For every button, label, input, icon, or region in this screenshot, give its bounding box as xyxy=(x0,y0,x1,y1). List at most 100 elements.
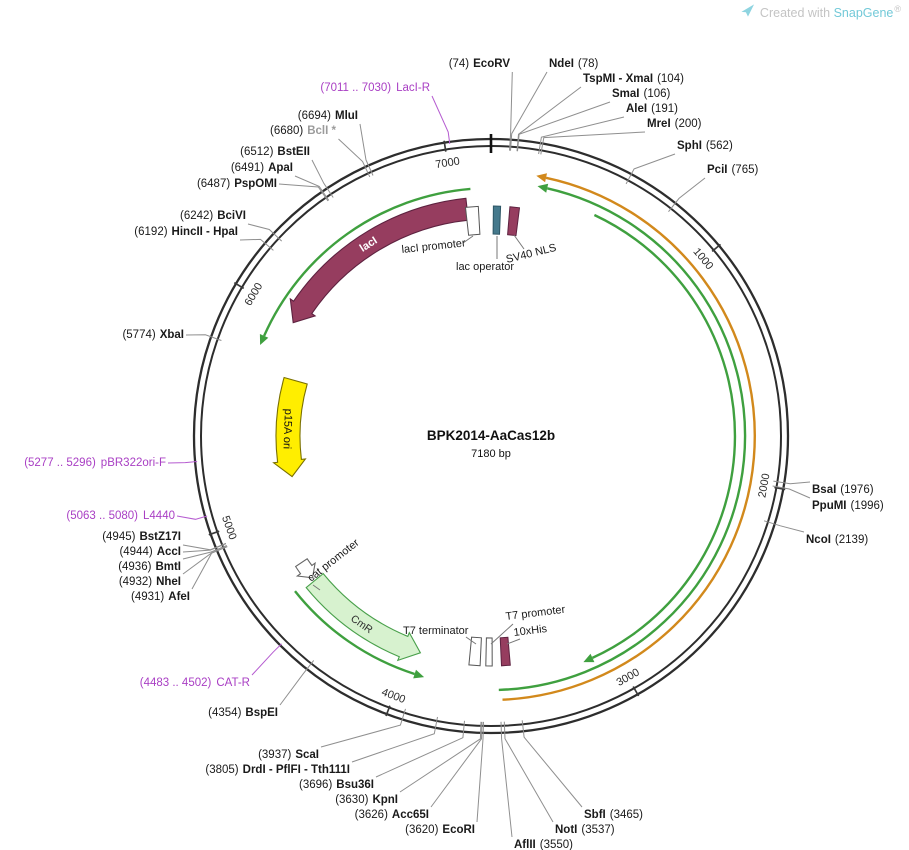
feature-leader-t7-promoter xyxy=(490,623,514,645)
enzyme-label-bsteii: (6512)BstEII xyxy=(240,146,310,158)
feature-label-lac-operator: lac operator xyxy=(456,261,514,273)
enzyme-leader-ecori xyxy=(476,721,484,823)
enzyme-leader-mrei xyxy=(540,131,646,155)
arc-orf-green-outer xyxy=(498,187,747,692)
enzyme-label-ndei: NdeI(78) xyxy=(549,58,599,70)
enzyme-label-kpni: (3630)KpnI xyxy=(335,794,398,806)
watermark-text: Created with SnapGene® xyxy=(760,4,901,20)
primer-label-laci-r: (7011 .. 7030)LacI-R xyxy=(320,82,430,94)
enzyme-leader-drdi-pflfi-tth111i xyxy=(351,716,438,763)
enzyme-label-afei: (4931)AfeI xyxy=(131,591,190,603)
tick-1000 xyxy=(711,243,722,253)
arc-arrowhead-orf-green-outer xyxy=(537,183,549,193)
tick-6000 xyxy=(233,281,245,290)
feature-laci xyxy=(289,197,469,324)
enzyme-label-bcli: (6680)BclI * xyxy=(270,125,337,137)
arc-cmr-orf xyxy=(294,590,415,676)
watermark-brand: SnapGene xyxy=(833,6,894,21)
enzyme-leader-bcivi xyxy=(247,223,283,242)
10xhis-box xyxy=(499,636,511,667)
tick-7000 xyxy=(443,140,447,152)
enzyme-label-bstz17i: (4945)BstZ17I xyxy=(102,531,181,543)
tick-label-2000: 2000 xyxy=(756,472,772,498)
primer-leader-l4440 xyxy=(176,515,208,520)
enzyme-leader-mlui xyxy=(359,123,374,176)
enzyme-label-tspmi-xmai: TspMI - XmaI(104) xyxy=(583,73,684,85)
enzyme-label-noti: NotI(3537) xyxy=(555,824,615,836)
enzyme-label-ecori: (3620)EcoRI xyxy=(405,824,475,836)
enzyme-label-sphi: SphI(562) xyxy=(677,140,733,152)
feature-leader-10xhis xyxy=(506,638,521,645)
primer-label-l4440: (5063 .. 5080)L4440 xyxy=(66,510,175,522)
feature-label-10xhis: 10xHis xyxy=(513,623,548,639)
enzyme-label-acc65i: (3626)Acc65I xyxy=(355,809,429,821)
plasmid-name: BPK2014-AaCas12b xyxy=(427,428,555,443)
feature-label-laci-promoter: lacI promoter xyxy=(401,237,466,256)
enzyme-leader-afei xyxy=(191,546,228,590)
tick-3000 xyxy=(632,686,640,697)
enzyme-leader-bsteii xyxy=(311,159,334,198)
enzyme-leader-bmti xyxy=(182,545,227,560)
tick-label-5000: 5000 xyxy=(219,514,238,541)
feature-leader-t7-terminator xyxy=(465,636,477,645)
arc-gene-green-inner xyxy=(591,213,737,659)
enzyme-label-bspei: (4354)BspEI xyxy=(208,707,278,719)
enzyme-label-ecorv: (74)EcoRV xyxy=(449,58,511,70)
snapgene-watermark: Created with SnapGene® xyxy=(740,3,901,21)
enzyme-leader-bsu36i xyxy=(375,720,465,778)
enzyme-leader-sbfi xyxy=(521,720,583,808)
enzyme-label-alei: AleI(191) xyxy=(626,103,678,115)
enzyme-leader-pspomi xyxy=(278,183,329,202)
enzyme-leader-bsai xyxy=(773,480,811,485)
enzyme-label-ncoi: NcoI(2139) xyxy=(806,534,868,546)
enzyme-leader-aflii xyxy=(500,721,513,838)
laci-promoter-box xyxy=(464,205,481,236)
tick-label-4000: 4000 xyxy=(380,686,407,706)
enzyme-leader-ncoi xyxy=(763,520,805,533)
enzyme-label-drdi-pflfi-tth111i: (3805)DrdI - PflFI - Tth111I xyxy=(205,764,350,776)
enzyme-label-mrei: MreI(200) xyxy=(647,118,702,130)
enzyme-label-scai: (3937)ScaI xyxy=(258,749,319,761)
primer-leader-cat-r xyxy=(251,643,282,676)
enzyme-leader-acci xyxy=(182,543,227,553)
feature-cat-promoter-arrow xyxy=(294,558,316,579)
enzyme-label-bsu36i: (3696)Bsu36I xyxy=(299,779,374,791)
feature-leader-laci-promoter xyxy=(462,235,474,244)
tick-label-6000: 6000 xyxy=(243,281,266,308)
feature-p15a-ori xyxy=(272,376,308,478)
feature-label-sv40-nls: SV40 NLS xyxy=(505,242,558,266)
tick-4000 xyxy=(385,705,391,717)
enzyme-leader-noti xyxy=(503,721,554,823)
feature-leader-cat-promoter xyxy=(312,584,321,591)
arc-laci-orf xyxy=(263,187,471,337)
primer-label-cat-r: (4483 .. 4502)CAT-R xyxy=(140,677,250,689)
enzyme-leader-hincii-hpai xyxy=(239,238,274,251)
arc-arrowhead-laci-orf xyxy=(259,334,269,345)
feature-label-p15a-ori: p15A ori xyxy=(281,408,294,449)
primer-label-pbr322ori-f: (5277 .. 5296)pBR322ori-F xyxy=(24,457,166,469)
enzyme-leader-tspmi-xmai xyxy=(516,86,582,152)
feature-label-cat-promoter: cat promoter xyxy=(305,537,361,585)
t7-promoter-box xyxy=(485,637,493,667)
sv40-nls-box xyxy=(507,206,521,237)
enzyme-label-pcii: PciI(765) xyxy=(707,164,758,176)
enzyme-label-sbfi: SbfI(3465) xyxy=(584,809,643,821)
tick-label-7000: 7000 xyxy=(435,155,461,171)
enzyme-leader-smai xyxy=(517,101,611,152)
enzyme-label-acci: (4944)AccI xyxy=(119,546,181,558)
enzyme-label-ppumi: PpuMI(1996) xyxy=(812,500,884,512)
enzyme-leader-scai xyxy=(320,708,406,748)
enzyme-label-xbai: (5774)XbaI xyxy=(122,329,184,341)
enzyme-label-bcivi: (6242)BciVI xyxy=(180,210,246,222)
center-title: BPK2014-AaCas12b 7180 bp xyxy=(427,428,555,460)
enzyme-leader-sphi xyxy=(625,153,676,185)
enzyme-label-smai: SmaI(106) xyxy=(612,88,671,100)
tick-2000 xyxy=(774,486,786,491)
enzyme-leader-bcli xyxy=(338,138,371,178)
enzyme-label-apai: (6491)ApaI xyxy=(231,162,293,174)
tick-5000 xyxy=(208,530,220,536)
feature-cmr xyxy=(305,572,422,662)
feature-leader-sv40-nls xyxy=(513,234,525,250)
